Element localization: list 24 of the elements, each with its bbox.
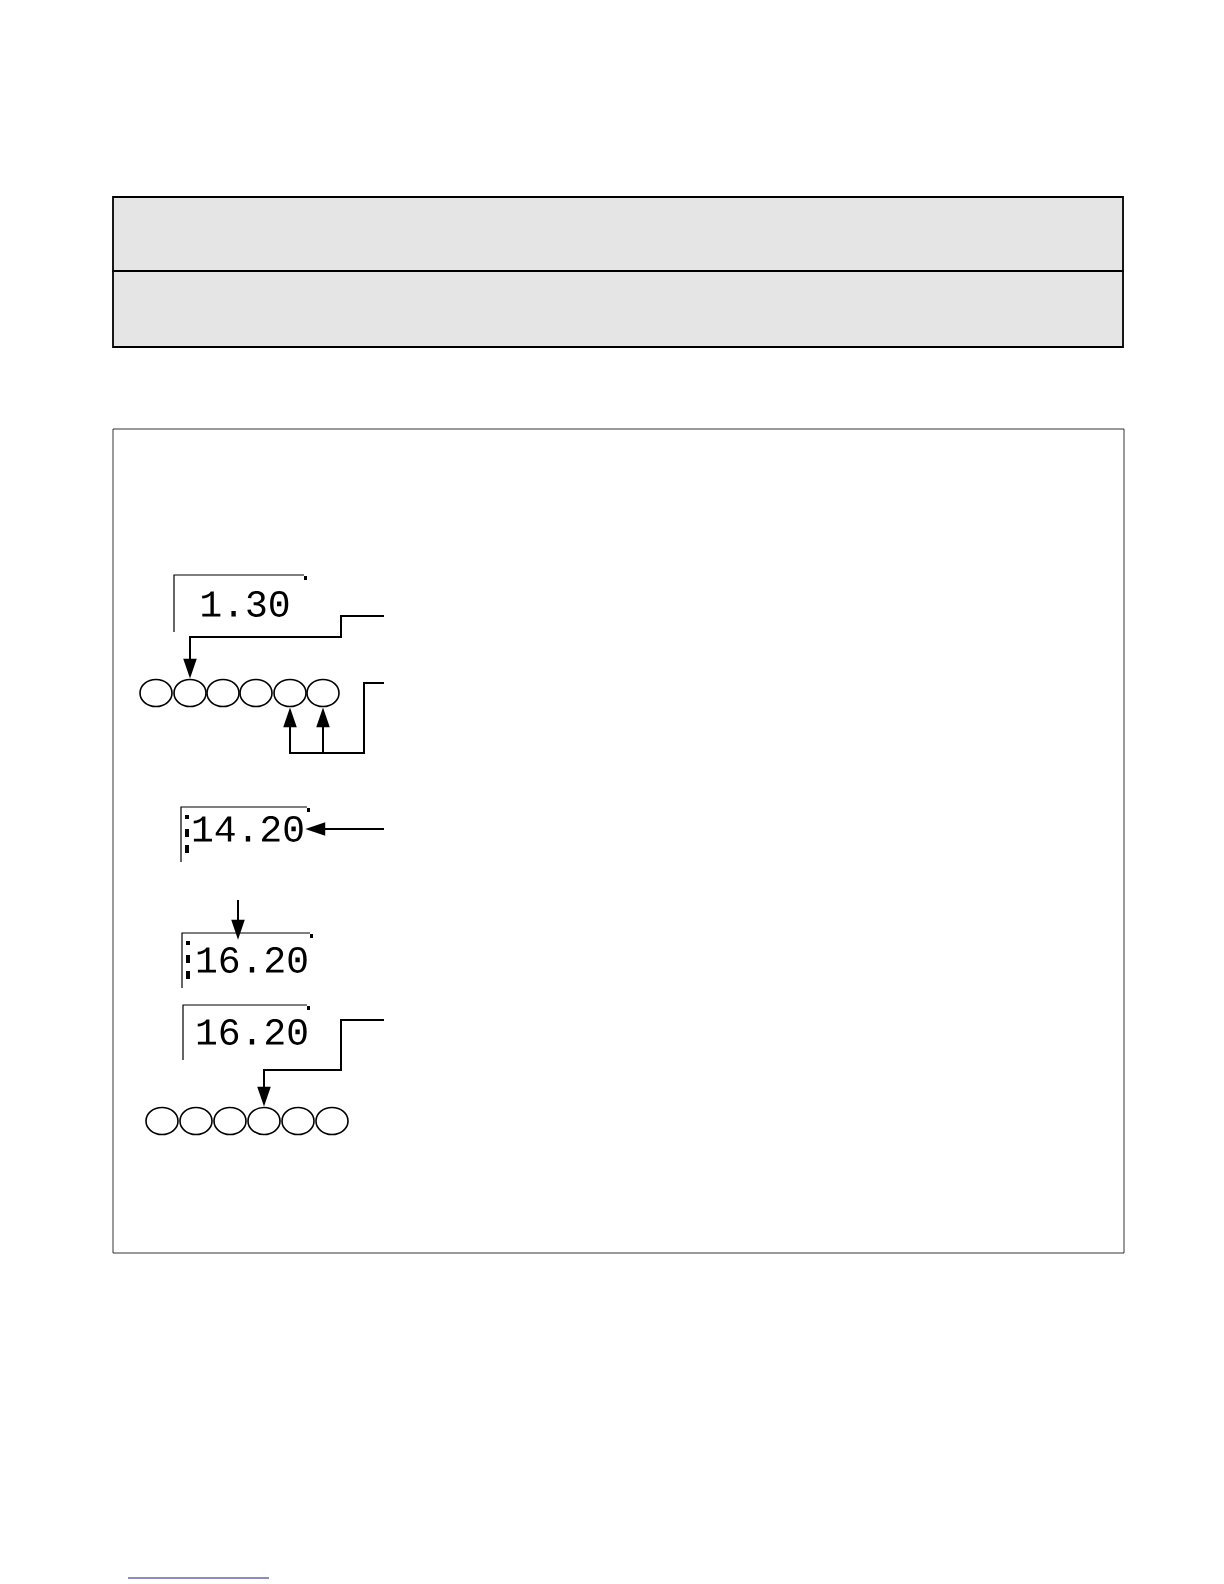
header-band (112, 196, 1124, 272)
circle-marker (179, 1106, 213, 1136)
node-label: 1.30 (202, 591, 289, 617)
node-label: 14.20 (193, 816, 303, 842)
header-band (112, 270, 1124, 348)
circle-marker (139, 678, 173, 708)
frame-box (112, 428, 1125, 1254)
node-label: 16.20 (197, 947, 307, 973)
circle-marker (239, 678, 273, 708)
circle-marker (213, 1106, 247, 1136)
circle-marker (273, 678, 307, 708)
circle-marker (145, 1106, 179, 1136)
arrow (316, 682, 385, 754)
circle-marker (173, 678, 207, 708)
circle-marker (247, 1106, 281, 1136)
circle-marker (281, 1106, 315, 1136)
lcd-display: 16.20 (182, 1004, 310, 1061)
lcd-display: 1.30 (173, 574, 307, 633)
lcd-display: 16.20 (181, 932, 313, 989)
circle-marker (306, 678, 340, 708)
circle-marker (315, 1106, 349, 1136)
node-label: 16.20 (197, 1019, 307, 1045)
circle-marker (206, 678, 240, 708)
lcd-display: 14.20 (180, 806, 310, 863)
